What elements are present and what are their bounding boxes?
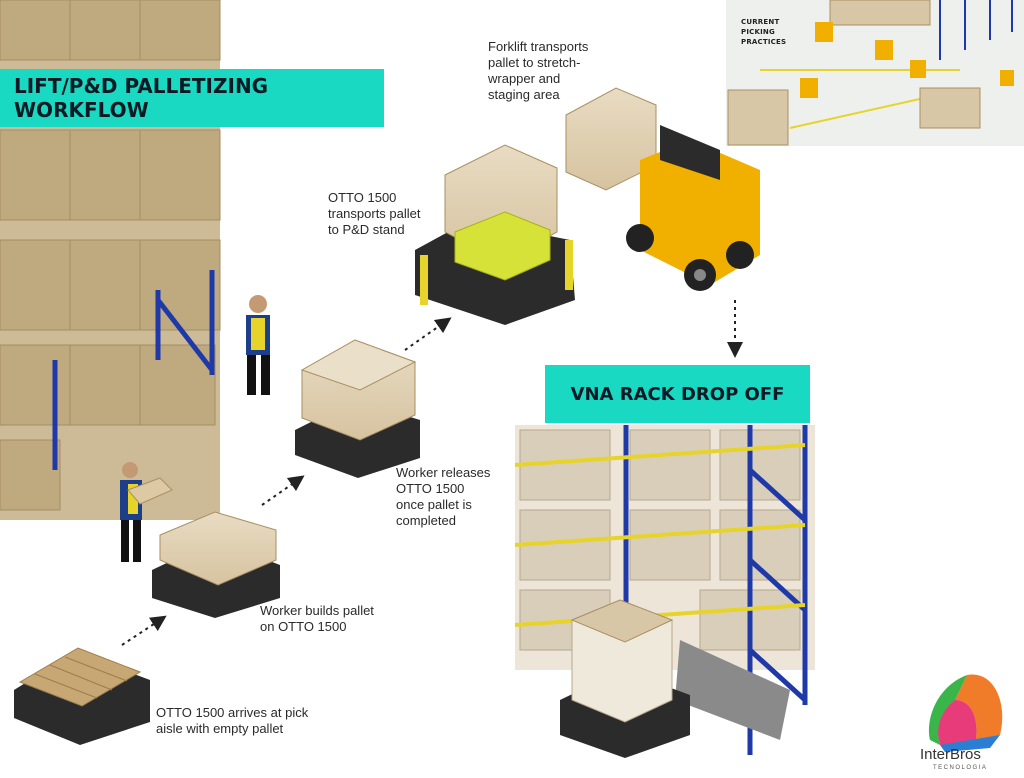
vna-title: VNA RACK DROP OFF	[570, 383, 785, 405]
interbros-logo-mark	[929, 674, 1003, 752]
flow-arrows	[121, 300, 743, 646]
otto-robot-empty-pallet	[14, 647, 150, 745]
otto-robot-full-pallet	[295, 339, 420, 478]
forklift	[565, 87, 760, 291]
workflow-title-banner: LIFT/P&D PALLETIZING WORKFLOW	[0, 69, 384, 127]
inset-panel	[726, 0, 1024, 146]
arrow-step-3	[404, 317, 452, 351]
worker-standing	[246, 295, 270, 395]
page-title: LIFT/P&D PALLETIZING WORKFLOW	[14, 74, 269, 122]
arrow-step-2	[261, 475, 305, 506]
step-3-caption: Worker releases OTTO 1500 once pallet is…	[396, 465, 491, 528]
step-4-caption: OTTO 1500 transports pallet to P&D stand	[328, 190, 421, 237]
vna-rack	[514, 425, 815, 755]
step-1-caption: OTTO 1500 arrives at pick aisle with emp…	[156, 705, 309, 736]
step-2-caption: Worker builds pallet on OTTO 1500	[260, 603, 374, 634]
vna-banner: VNA RACK DROP OFF	[545, 365, 810, 423]
otto-robot-building-pallet	[152, 511, 280, 618]
otto-robot-vna	[560, 599, 690, 758]
worker-carrying-box	[120, 462, 173, 562]
arrow-step-1	[121, 615, 167, 646]
step-5-caption: Forklift transports pallet to stretch- w…	[488, 39, 589, 102]
logo-subtitle: TECNOLOGIA	[933, 765, 988, 771]
pd-stand	[415, 144, 575, 325]
inset-label: CURRENT PICKING PRACTICES	[741, 18, 787, 46]
logo-name: InterBros	[920, 746, 981, 763]
